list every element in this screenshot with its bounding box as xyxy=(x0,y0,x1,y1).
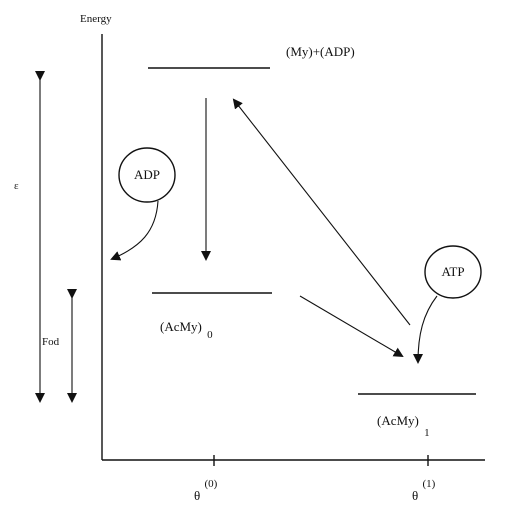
atp-bubble xyxy=(424,245,482,299)
level-top-label: (My)+(ADP) xyxy=(286,44,355,59)
level-mid-label-main: (AcMy) xyxy=(160,319,202,334)
level-low-label: (AcMy) 1 xyxy=(377,413,430,439)
adp-bubble-label: ADP xyxy=(134,167,160,182)
atp-bubble-label: ATP xyxy=(441,264,464,279)
fod-label: Fod xyxy=(42,336,60,348)
x-tick-0-sup: (0) xyxy=(204,478,217,490)
level-low-label-main: (AcMy) xyxy=(377,413,419,428)
x-tick-1-sup: (1) xyxy=(422,478,435,490)
arrow-mid-to-low xyxy=(299,295,404,358)
x-tick-0-main: θ xyxy=(194,488,200,503)
adp-bubble xyxy=(118,147,176,203)
x-tick-1-label: θ (1) xyxy=(412,478,436,503)
x-tick-0-label: θ (0) xyxy=(194,478,218,503)
adp-release-arrow xyxy=(110,200,159,261)
level-low-label-sub: 1 xyxy=(424,427,430,439)
atp-binding-arrow xyxy=(413,295,438,364)
arrow-low-to-top xyxy=(232,98,411,326)
x-tick-1-main: θ xyxy=(412,488,418,503)
y-axis-label: Energy xyxy=(80,13,112,25)
level-mid-label: (AcMy) 0 xyxy=(160,319,213,341)
level-mid-label-sub: 0 xyxy=(207,329,213,341)
epsilon-label: ε xyxy=(14,180,19,192)
